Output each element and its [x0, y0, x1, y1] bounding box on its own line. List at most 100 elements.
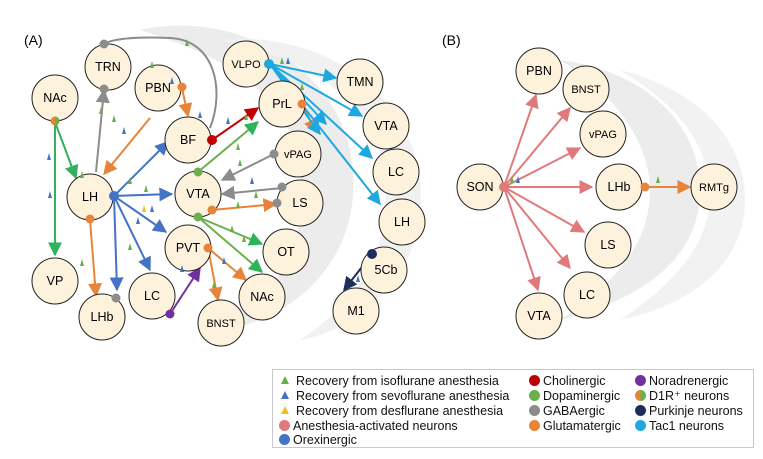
node-bnst-label: BNST — [206, 318, 236, 330]
edge-son-pbn — [503, 93, 539, 188]
legend-sevoflurane: Recovery from sevoflurane anesthesia — [281, 389, 509, 404]
tri-sevo — [122, 127, 126, 134]
tri-iso — [128, 243, 132, 250]
tri-iso — [144, 185, 148, 192]
dot-vta-top — [193, 167, 203, 177]
node-tmn-label: TMN — [346, 75, 373, 89]
dot-icon — [635, 420, 646, 431]
brain-band-b1 — [560, 60, 700, 320]
edge-bf-prl — [211, 107, 260, 141]
legend-tac1-label: Tac1 neurons — [649, 419, 725, 433]
node-son: SON — [456, 163, 504, 211]
node-vta2: VTA — [362, 102, 410, 150]
edge-vpag-vta — [220, 153, 275, 181]
tri-iso — [254, 191, 258, 198]
legend-noradrenergic: Noradrenergic — [635, 374, 728, 389]
tri-iso — [238, 159, 242, 166]
legend-d1r: D1R⁺ neurons — [635, 389, 729, 404]
legend-glutamatergic-label: Glutamatergic — [543, 419, 621, 433]
node-lc: LC — [128, 272, 176, 320]
legend-orexinergic: Orexinergic — [279, 433, 357, 448]
legend-gabaergic: GABAergic — [529, 404, 605, 419]
node-trn: TRN — [84, 43, 132, 91]
tri-sevo — [198, 111, 202, 118]
edge-lh-lc — [113, 195, 151, 272]
tri-iso — [212, 281, 216, 288]
legend-sevoflurane-label: Recovery from sevoflurane anesthesia — [296, 389, 510, 403]
tri-iso — [236, 143, 240, 150]
dot-icon — [279, 420, 290, 431]
legend-isoflurane: Recovery from isoflurane anesthesia — [281, 374, 499, 389]
node-bnst-b: BNST — [562, 65, 610, 113]
tri-iso — [300, 83, 304, 90]
tri-iso — [244, 113, 248, 120]
edge-pbn-lh — [103, 117, 151, 176]
panel-a-edges — [48, 36, 381, 315]
dot-lhb-glut — [640, 182, 650, 192]
edge-vta-ot — [197, 216, 264, 246]
edge-pbn-bf — [178, 87, 193, 118]
node-vp: VP — [31, 257, 79, 305]
dot-icon — [529, 405, 540, 416]
node-lc-b: LC — [563, 271, 611, 319]
node-ls-b-label: LS — [600, 238, 615, 252]
dot-icon — [529, 420, 540, 431]
legend-glutamatergic: Glutamatergic — [529, 419, 621, 434]
node-prl-label: PrL — [272, 97, 292, 111]
dot-pvt — [203, 243, 213, 253]
dot-prl — [297, 99, 307, 109]
tri-iso — [656, 176, 660, 183]
edge-lh-bf — [113, 141, 169, 197]
node-trn-label: TRN — [95, 60, 121, 74]
edge-lh-vta — [113, 187, 174, 202]
edge-ls-vta — [220, 185, 283, 200]
dot-icon — [529, 390, 540, 401]
edge-son-ls — [503, 186, 586, 233]
legend-cholinergic-label: Cholinergic — [543, 374, 606, 388]
node-vpag-label: vPAG — [284, 149, 312, 161]
panel-b-nodes: SON PBN BNST vPAG LHb LS LC VTA RMTg — [456, 47, 738, 340]
dot-vlpo-tac1 — [264, 59, 274, 69]
dot-lh-orexin — [109, 191, 119, 201]
dot-5cb-purk — [367, 249, 377, 259]
node-son-label: SON — [466, 180, 493, 194]
tri-iso — [128, 177, 132, 184]
node-rmtg: RMTg — [690, 163, 738, 211]
tri-sevo — [286, 57, 290, 64]
node-lh-label: LH — [82, 190, 98, 204]
node-lc-b-label: LC — [579, 288, 595, 302]
panel-a-origin-dots — [50, 39, 377, 319]
tri-sevo — [250, 177, 254, 184]
node-vp-label: VP — [47, 274, 64, 288]
edge-lh-lhb-glut — [88, 219, 102, 298]
dot-icon — [635, 405, 646, 416]
node-lc-label: LC — [144, 289, 160, 303]
node-ls-b: LS — [584, 221, 632, 269]
node-bf: BF — [164, 116, 212, 164]
tri-sevo — [48, 191, 52, 198]
edge-vta-ls — [211, 198, 278, 213]
node-vta-b-label: VTA — [527, 309, 551, 323]
tri-sevo — [136, 217, 140, 224]
edge-lh-lhb-orexin — [109, 195, 124, 292]
dot-trn — [99, 84, 109, 94]
dot-ls-top — [277, 182, 287, 192]
node-lhb-b-label: LHb — [608, 180, 631, 194]
node-lc2: LC — [372, 148, 420, 196]
node-vlpo-label: VLPO — [231, 59, 261, 71]
edge-lh-trn — [95, 88, 110, 173]
tri-sevo — [47, 153, 51, 160]
tri-sevo — [170, 77, 174, 84]
tri-iso — [230, 225, 234, 232]
dot-pbn — [177, 82, 187, 92]
tri-sevo — [356, 275, 360, 282]
dot-vpag — [269, 149, 279, 159]
tri-iso — [510, 176, 514, 183]
node-lhb-label: LHb — [91, 310, 114, 324]
tri-iso — [112, 115, 116, 122]
panel-b-edges — [503, 93, 692, 292]
panel-b-label: (B) — [442, 32, 461, 48]
node-pvt: PVT — [164, 224, 212, 272]
tri-iso — [185, 39, 189, 46]
edge-vta-prl — [197, 121, 260, 173]
